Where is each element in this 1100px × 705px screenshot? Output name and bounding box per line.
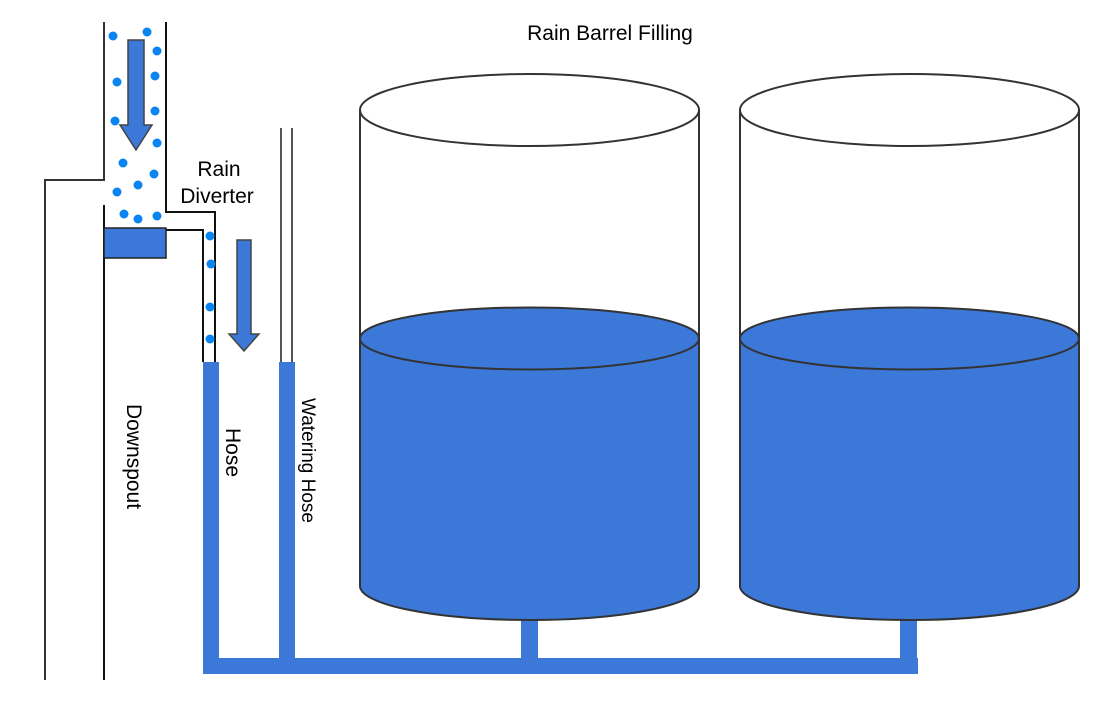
raindrop [152, 211, 162, 221]
raindrop [112, 187, 122, 197]
raindrop [205, 334, 215, 344]
raindrop [205, 302, 215, 312]
downspout-label: Downspout [122, 404, 145, 509]
barrel-top-rim [359, 73, 700, 147]
diverter-inner-wall [166, 229, 204, 362]
diverter-block [103, 227, 167, 259]
hose-label: Hose [221, 428, 244, 477]
raindrop [112, 77, 122, 87]
raindrops [108, 27, 216, 344]
barrel-water-surface [739, 306, 1080, 371]
barrel-1-outlet [521, 615, 538, 665]
raindrop [152, 46, 162, 56]
barrel-bottom [359, 585, 700, 621]
rain-diverter-label-line1: Rain [197, 158, 240, 181]
barrel-water-surface [359, 306, 700, 371]
connecting-pipe [203, 658, 918, 674]
downspout-right-wall [165, 22, 216, 362]
raindrop [150, 106, 160, 116]
barrel-water-body [740, 338, 1079, 620]
barrel-1 [359, 73, 700, 621]
barrel-top-rim [739, 73, 1080, 147]
raindrop [150, 71, 160, 81]
raindrop [110, 116, 120, 126]
downspout-arrow-down-icon [118, 39, 154, 152]
hose-water-column [203, 362, 219, 674]
watering-hose-label: Watering Hose [297, 398, 318, 523]
hose-arrow-down-icon [227, 239, 261, 353]
barrel-2 [739, 73, 1080, 621]
water-pipes [203, 362, 918, 674]
barrel-2-outlet [900, 615, 917, 665]
raindrop [152, 138, 162, 148]
raindrop [133, 180, 143, 190]
barrel-water-body [360, 338, 699, 620]
raindrop [118, 158, 128, 168]
diagram-title: Rain Barrel Filling [527, 22, 693, 45]
downspout-left-wall [44, 22, 105, 680]
barrel-bottom [739, 585, 1080, 621]
raindrop [142, 27, 152, 37]
downspout [44, 22, 216, 680]
raindrop [133, 214, 143, 224]
raindrop [108, 31, 118, 41]
raindrop [119, 209, 129, 219]
rain-diverter-label-line2: Diverter [180, 185, 254, 208]
raindrop [205, 231, 215, 241]
raindrop [149, 169, 159, 179]
watering-hose-water-column [279, 362, 295, 662]
raindrop [206, 259, 216, 269]
